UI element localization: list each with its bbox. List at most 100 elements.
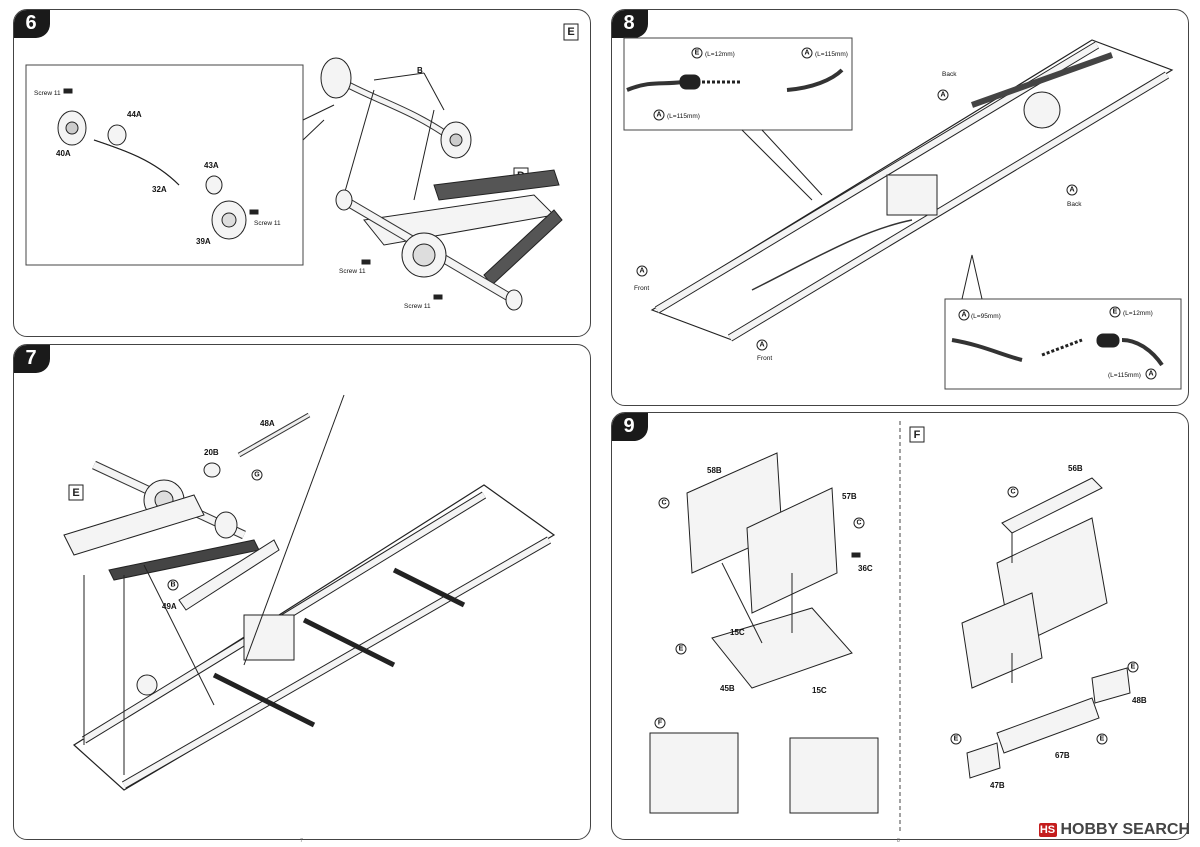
step-7-number: 7: [14, 345, 50, 373]
label-15c-2: 15C: [812, 686, 827, 695]
svg-text:A: A: [940, 92, 945, 99]
step-7-diagram: E 48A 20B G B 49A: [63, 394, 556, 791]
ref-e: [1096, 733, 1108, 745]
chassis-frame: [650, 39, 1174, 341]
screw-icon: [433, 294, 443, 300]
assembly-letter-e: E: [567, 26, 574, 38]
step-9-diagram: F 58B C 57B C 36C E 15C 45B 15C F C 56B …: [649, 421, 1147, 831]
part-32a-axle: [93, 139, 180, 186]
svg-text:E: E: [1113, 309, 1118, 316]
ref-a: [937, 89, 949, 101]
transmission: [886, 174, 938, 216]
ref-letter-c: C: [661, 500, 666, 507]
ref-a: [958, 309, 970, 321]
ref-letter-e-4: E: [954, 736, 959, 743]
wiring-inset-top: [623, 37, 853, 131]
label-screw-11-c: Screw 11: [339, 268, 366, 275]
step-8-diagram: E (L=12mm) A (L=115mm) A (L=115mm) A Bac…: [623, 37, 1182, 390]
label-56b: 56B: [1068, 464, 1083, 473]
part-57b-panel: [746, 487, 838, 614]
wire-a: [1121, 338, 1164, 367]
label-screw-11-d: Screw 11: [404, 303, 431, 310]
label-screw-11: Screw 11: [34, 90, 61, 97]
completed-view-front: [649, 732, 739, 814]
detail-inset: [25, 64, 304, 266]
label-a-length: (L=95mm): [971, 313, 1001, 320]
ref-letter-e-2: E: [1131, 664, 1136, 671]
svg-text:A: A: [1069, 187, 1074, 194]
ref-letter-b: B: [170, 582, 175, 589]
screw-icon: [249, 209, 259, 215]
part-20b: [203, 462, 221, 478]
step-8-panel: 8 E (L=12mm) A (L=115mm) A (L=115mm) A B…: [611, 9, 1189, 406]
label-67b: 67B: [1055, 751, 1070, 760]
part-67b: [996, 697, 1100, 754]
ref-a: [1145, 368, 1157, 380]
label-screw-11-b: Screw 11: [254, 220, 281, 227]
leaf-spring-pan: [63, 494, 205, 556]
label-back: Back: [942, 71, 957, 78]
label-a-length-bottom: (L=115mm): [667, 113, 700, 120]
step-8-number: 8: [612, 10, 648, 38]
part-47b: [966, 742, 1001, 779]
axle-mount: [136, 674, 158, 696]
ref-letter-c-2: C: [856, 520, 861, 527]
watermark-text: HOBBY SEARCH: [1060, 821, 1191, 838]
part-36c: [851, 552, 861, 558]
step-9-number: 9: [612, 413, 648, 441]
chassis-frame: [73, 484, 556, 791]
label-58b: 58B: [707, 466, 722, 475]
ref-c: [853, 517, 865, 529]
page-number-left: 7: [300, 838, 303, 844]
transmission: [243, 614, 295, 661]
part-49a: [178, 539, 280, 611]
ref-e: [1109, 306, 1121, 318]
assembly-box-e: [68, 484, 84, 501]
ref-f: [654, 717, 666, 729]
assembly-letter-e: E: [72, 487, 79, 499]
part-48b: [1091, 667, 1131, 704]
ref-b: [167, 579, 179, 591]
watermark-logo: HS: [1038, 823, 1057, 837]
label-e-length: (L=12mm): [705, 51, 735, 58]
label-49a: 49A: [162, 602, 177, 611]
ref-letter-f: F: [658, 720, 663, 727]
ref-a: [636, 265, 648, 277]
differential: [1023, 91, 1061, 129]
label-back-2: Back: [1067, 201, 1082, 208]
svg-text:A: A: [961, 312, 966, 319]
part-43a: [205, 175, 223, 195]
svg-text:A: A: [804, 50, 809, 57]
leaf-spring-upper: [433, 169, 560, 201]
ref-e: [1127, 661, 1139, 673]
label-e-length: (L=12mm): [1123, 310, 1153, 317]
ref-c: [658, 497, 670, 509]
wiring-inset-bottom: [944, 298, 1182, 390]
wire-a: [626, 80, 683, 92]
assembly-box-f: [909, 426, 925, 443]
label-48b: 48B: [1132, 696, 1147, 705]
screw-icon: [361, 259, 371, 265]
assembly-box-e: [563, 23, 579, 41]
callout-line: [302, 119, 325, 141]
ref-letter-c-3: C: [1010, 489, 1015, 496]
part-45b-base: [711, 607, 853, 689]
ref-letter-g: G: [254, 472, 260, 479]
ref-e: [950, 733, 962, 745]
svg-text:A: A: [759, 342, 764, 349]
label-20b: 20B: [204, 448, 219, 457]
label-b: B: [417, 66, 423, 75]
label-48a: 48A: [260, 419, 275, 428]
label-a-length-right: (L=115mm): [1108, 372, 1141, 379]
step-6-number: 6: [14, 10, 50, 38]
step-9-panel: 9 F 58B C 57B C 36C E 15C 45B 15C F C 56…: [611, 412, 1189, 840]
ref-a: [1066, 184, 1078, 196]
ref-e: [691, 47, 703, 59]
label-39a: 39A: [196, 237, 211, 246]
page-number-right: 8: [897, 838, 900, 844]
part-44a: [107, 124, 127, 146]
label-43a: 43A: [204, 161, 219, 170]
ref-letter-e: E: [679, 646, 684, 653]
hub-left: [320, 57, 352, 99]
part-56b-cover: [1001, 477, 1103, 534]
